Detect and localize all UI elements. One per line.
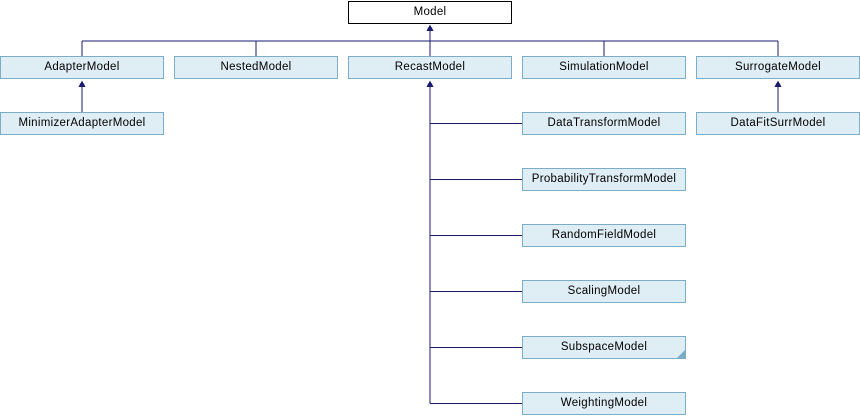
arrowhead-to-recast <box>426 80 434 87</box>
truncated-fold-corner-icon <box>677 350 685 358</box>
arrowhead-to-adapter <box>78 80 86 87</box>
node-random-field-model[interactable]: RandomFieldModel <box>522 224 686 247</box>
arrowhead-to-model <box>426 24 434 31</box>
node-adapter-model[interactable]: AdapterModel <box>0 56 164 79</box>
node-minimizer-adapter-model[interactable]: MinimizerAdapterModel <box>0 112 164 135</box>
node-surrogate-model[interactable]: SurrogateModel <box>696 56 860 79</box>
node-label: SubspaceModel <box>560 341 648 353</box>
node-simulation-model[interactable]: SimulationModel <box>522 56 686 79</box>
node-data-fit-surr-model[interactable]: DataFitSurrModel <box>696 112 860 135</box>
node-probability-transform-model[interactable]: ProbabilityTransformModel <box>522 168 686 191</box>
node-weighting-model[interactable]: WeightingModel <box>522 392 686 415</box>
arrowhead-to-surrogate <box>774 80 782 87</box>
node-subspace-model[interactable]: SubspaceModel <box>522 336 686 359</box>
node-scaling-model[interactable]: ScalingModel <box>522 280 686 303</box>
node-recast-model[interactable]: RecastModel <box>348 56 512 79</box>
node-model: Model <box>348 1 512 24</box>
node-data-transform-model[interactable]: DataTransformModel <box>522 112 686 135</box>
node-nested-model[interactable]: NestedModel <box>174 56 338 79</box>
